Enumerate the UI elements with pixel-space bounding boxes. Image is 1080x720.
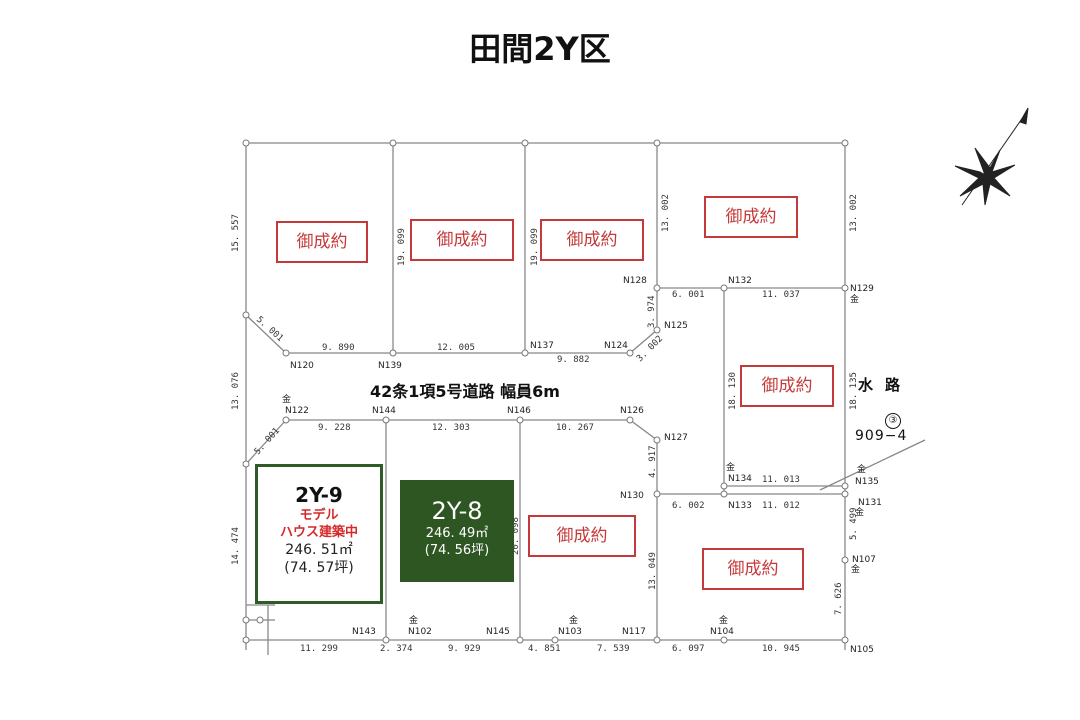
- dimension: 3. 974: [647, 295, 657, 328]
- node-label: N104: [710, 627, 734, 637]
- dimension: 4. 917: [648, 445, 658, 478]
- lot-note: モデル: [299, 508, 339, 523]
- plot-ref-circle: ③: [885, 413, 901, 429]
- dimension: 10. 267: [556, 423, 594, 433]
- dimension: 10. 945: [762, 644, 800, 654]
- node-label: N102: [408, 627, 432, 637]
- dimension: 11. 013: [762, 475, 800, 485]
- lot-note: ハウス建築中: [279, 525, 358, 540]
- boundary-marker: 金: [282, 393, 291, 405]
- dimension: 15. 557: [231, 214, 241, 252]
- node-label: N137: [530, 341, 554, 351]
- node-label: N145: [486, 627, 510, 637]
- dimension: 18. 130: [728, 372, 738, 410]
- sold-lot-label[interactable]: 御成約: [540, 219, 644, 261]
- node-label: N126: [620, 406, 644, 416]
- node-label: N122: [285, 406, 309, 416]
- page-title: 田間2Y区: [469, 30, 611, 68]
- node-label: N134: [728, 474, 752, 484]
- dimension: 5. 499: [849, 507, 859, 540]
- dimension: 19. 099: [397, 228, 407, 266]
- dimension: 5. 001: [254, 315, 285, 344]
- plot-ref-number: 909−4: [855, 428, 908, 444]
- node-label: N117: [622, 627, 646, 637]
- node-label: N135: [855, 477, 879, 487]
- dimension: 3. 002: [635, 334, 665, 364]
- dimension: 6. 001: [672, 290, 705, 300]
- sold-lot-label[interactable]: 御成約: [276, 221, 368, 263]
- node-label: N144: [372, 406, 396, 416]
- node-label: N130: [620, 491, 644, 501]
- boundary-marker: 金: [850, 293, 859, 305]
- node-label: N124: [604, 341, 628, 351]
- sold-lot-label[interactable]: 御成約: [702, 548, 804, 590]
- dimension: 7. 626: [834, 582, 844, 615]
- lot-2y-8[interactable]: 2Y-8 246. 49㎡ (74. 56坪): [400, 480, 514, 582]
- dimension: 2. 374: [380, 644, 413, 654]
- sold-lot-label[interactable]: 御成約: [740, 365, 834, 407]
- boundary-marker: 金: [851, 563, 860, 575]
- boundary-marker: 金: [409, 614, 418, 626]
- dimension: 14. 474: [231, 527, 241, 565]
- dimension: 11. 299: [300, 644, 338, 654]
- dimension: 20. 098: [511, 517, 521, 555]
- node-label: N127: [664, 433, 688, 443]
- dimension: 11. 037: [762, 290, 800, 300]
- dimension: 12. 303: [432, 423, 470, 433]
- dimension: 13. 076: [231, 372, 241, 410]
- sold-lot-label[interactable]: 御成約: [528, 515, 636, 557]
- dimension: 7. 539: [597, 644, 630, 654]
- sold-lot-label[interactable]: 御成約: [410, 219, 514, 261]
- node-label: N107: [852, 555, 876, 565]
- dimension: 13. 049: [648, 552, 658, 590]
- dimension: 18. 135: [849, 372, 859, 410]
- node-label: N120: [290, 361, 314, 371]
- node-label: N133: [728, 501, 752, 511]
- node-label: N105: [850, 645, 874, 655]
- dimension: 9. 890: [322, 343, 355, 353]
- lot-area-tsubo: (74. 57坪): [284, 560, 354, 576]
- node-label: N139: [378, 361, 402, 371]
- dimension: 11. 012: [762, 501, 800, 511]
- lot-number: 2Y-8: [431, 497, 483, 525]
- lot-area-m2: 246. 51㎡: [285, 542, 353, 558]
- lot-number: 2Y-9: [295, 483, 343, 507]
- sold-lot-label[interactable]: 御成約: [704, 196, 798, 238]
- boundary-marker: 金: [857, 463, 866, 475]
- boundary-marker: 金: [726, 461, 735, 473]
- lot-2y-9[interactable]: 2Y-9 モデル ハウス建築中 246. 51㎡ (74. 57坪): [255, 464, 383, 604]
- compass-icon: [954, 107, 1029, 206]
- lot-area-m2: 246. 49㎡: [425, 526, 489, 541]
- node-label: N128: [623, 276, 647, 286]
- node-label: N129: [850, 284, 874, 294]
- boundary-marker: 金: [569, 614, 578, 626]
- dimension: 19. 099: [530, 228, 540, 266]
- node-label: N132: [728, 276, 752, 286]
- boundary-marker: 金: [855, 506, 864, 518]
- node-label: N131: [858, 498, 882, 508]
- dimension: 12. 005: [437, 343, 475, 353]
- boundary-marker: 金: [719, 614, 728, 626]
- road-label: 42条1項5号道路 幅員6m: [370, 382, 560, 401]
- dimension: 4. 851: [528, 644, 561, 654]
- waterway-label: 水路: [858, 376, 913, 394]
- node-label: N143: [352, 627, 376, 637]
- dimension: 9. 228: [318, 423, 351, 433]
- dimension: 13. 002: [849, 194, 859, 232]
- node-label: N103: [558, 627, 582, 637]
- lot-area-tsubo: (74. 56坪): [424, 543, 490, 558]
- dimension: 9. 882: [557, 355, 590, 365]
- dimension: 9. 929: [448, 644, 481, 654]
- node-label: N146: [507, 406, 531, 416]
- dimension: 6. 097: [672, 644, 705, 654]
- dimension: 5. 001: [253, 426, 282, 457]
- node-label: N125: [664, 321, 688, 331]
- dimension: 13. 002: [661, 194, 671, 232]
- dimension: 6. 002: [672, 501, 705, 511]
